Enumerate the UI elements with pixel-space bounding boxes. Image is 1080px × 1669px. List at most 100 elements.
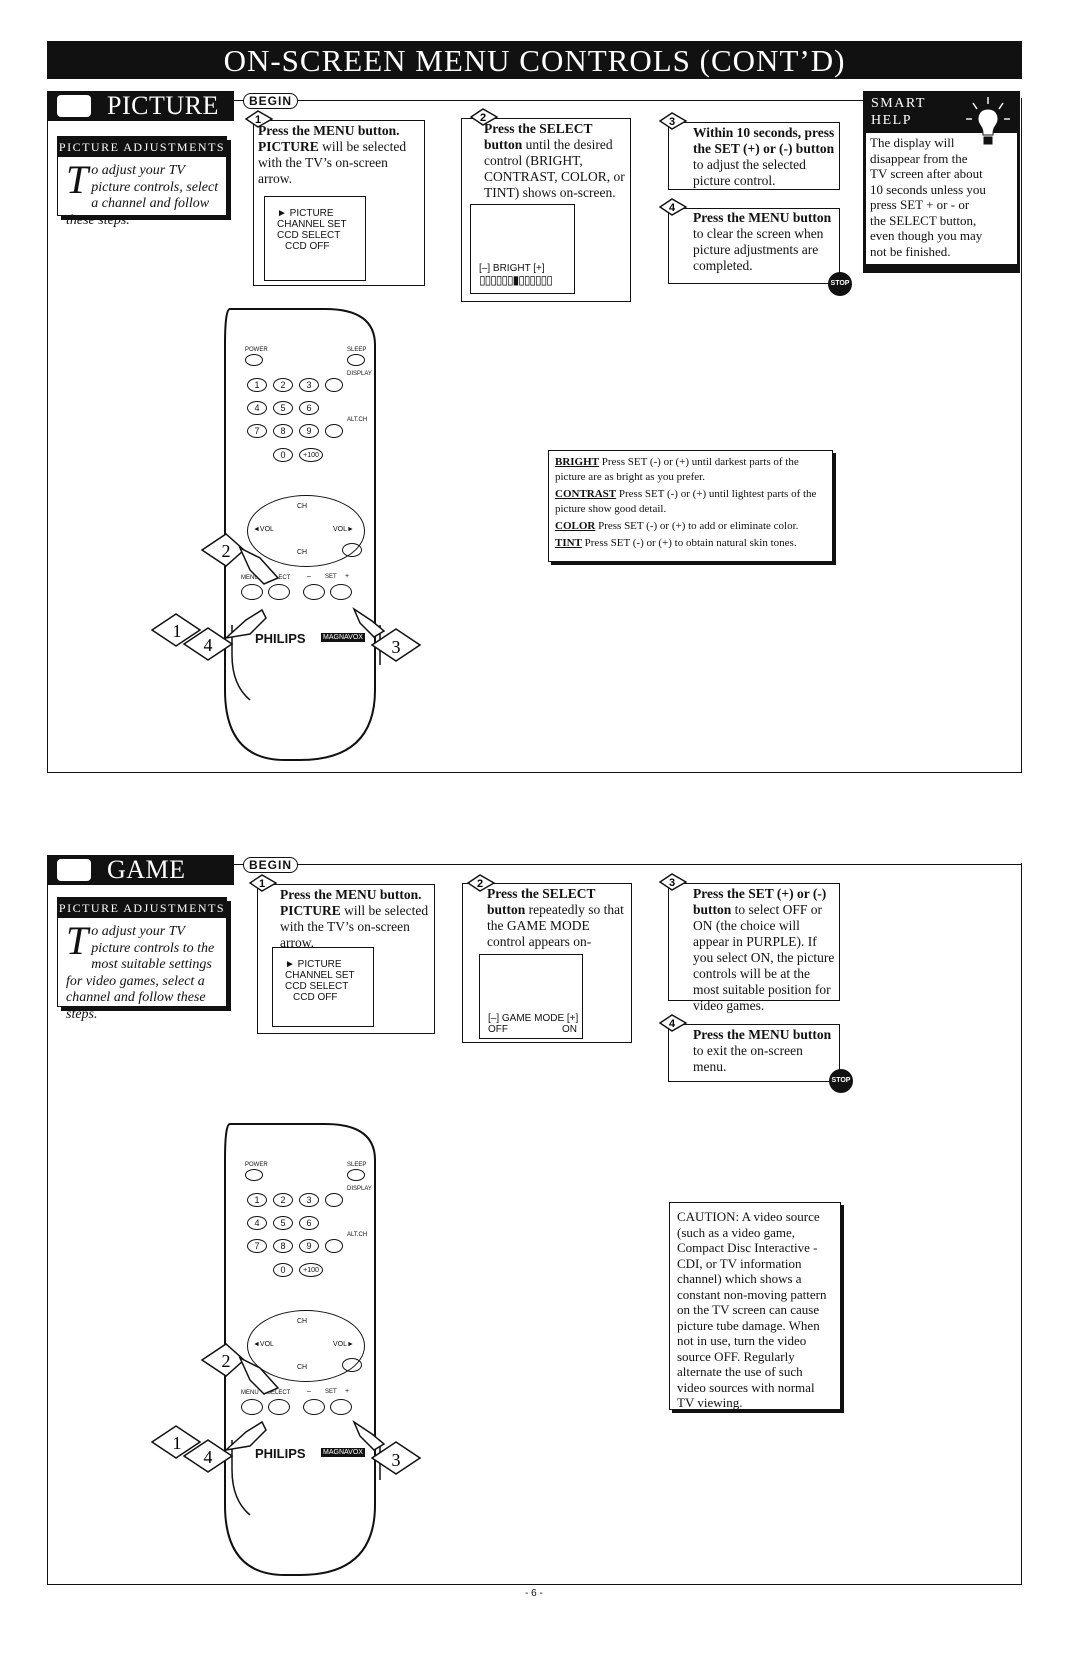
game-power-button[interactable] — [245, 1169, 263, 1181]
game-begin-badge: BEGIN — [243, 857, 299, 873]
game-step-3-badge: 3 — [658, 873, 688, 891]
set-plus-button[interactable] — [330, 584, 352, 600]
info-contrast: CONTRAST Press SET (-) or (+) until ligh… — [555, 488, 817, 515]
game-stop-icon: STOP — [829, 1069, 853, 1093]
info-color: COLOR Press SET (-) or (+) to add or eli… — [555, 520, 799, 532]
menu-button[interactable] — [241, 584, 263, 600]
svg-text:2: 2 — [222, 541, 231, 561]
vol-ch-pad[interactable] — [247, 495, 365, 567]
svg-text:4: 4 — [204, 1447, 213, 1467]
game-step2-screen: [–] GAME MODE [+] OFF ON — [479, 954, 583, 1039]
picture-step-3-badge: 3 — [658, 112, 688, 130]
digit-2-button[interactable]: 2 — [273, 378, 293, 392]
brand-logo: PHILIPS — [255, 631, 306, 646]
menu-label: MENU — [241, 575, 259, 581]
picture-top-rule — [234, 100, 866, 101]
game-step1-menu: ► PICTURE CHANNEL SET CCD SELECT CCD OFF — [285, 959, 355, 1003]
digit-7-button[interactable]: 7 — [247, 424, 267, 438]
game-digit-1-button[interactable]: 1 — [247, 1193, 267, 1207]
game-digit-4-button[interactable]: 4 — [247, 1216, 267, 1230]
game-digit-7-button[interactable]: 7 — [247, 1239, 267, 1253]
picture-adjustments-header: PICTURE ADJUSTMENTS — [58, 137, 226, 157]
smart-help-title: SMART HELP — [871, 96, 926, 128]
power-label: POWER — [245, 347, 268, 353]
svg-text:1: 1 — [173, 1433, 182, 1453]
game-remote: POWER SLEEP DISPLAY 1 2 3 4 5 6 ALT.CH 7… — [235, 1120, 385, 1540]
mute-button[interactable] — [342, 543, 362, 557]
game-digit-6-button[interactable]: 6 — [299, 1216, 319, 1230]
game-display-label: DISPLAY — [347, 1186, 372, 1192]
picture-callout-2: 2 — [200, 533, 280, 585]
game-select-button[interactable] — [268, 1399, 290, 1415]
game-digit-0-button[interactable]: 0 — [273, 1263, 293, 1277]
sleep-label: SLEEP — [347, 347, 367, 353]
picture-callout-3: 3 — [352, 606, 422, 662]
info-bright: BRIGHT Press SET (-) or (+) until darkes… — [555, 456, 799, 483]
digit-8-button[interactable]: 8 — [273, 424, 293, 438]
game-sleep-label: SLEEP — [347, 1162, 367, 1168]
game-altch-button[interactable] — [325, 1239, 343, 1253]
game-mode-on: ON — [562, 1024, 577, 1035]
svg-text:3: 3 — [669, 116, 675, 128]
game-set-plus-label: + — [345, 1388, 350, 1395]
game-step-4: Press the MENU button to exit the on-scr… — [668, 1024, 840, 1082]
digit-5-button[interactable]: 5 — [273, 401, 293, 415]
sleep-button[interactable] — [347, 354, 365, 366]
smart-help-box: SMART HELP The display will disappear fr… — [863, 91, 1020, 273]
game-set-label: SET — [325, 1389, 337, 1395]
ch-down-label[interactable]: CH — [297, 549, 308, 556]
altch-button[interactable] — [325, 424, 343, 438]
picture-step1-menu: ► PICTURE CHANNEL SET CCD SELECT CCD OFF — [277, 208, 347, 252]
select-button[interactable] — [268, 584, 290, 600]
vol-up-label[interactable]: VOL► — [333, 526, 354, 533]
picture-step-1-badge: 1 — [244, 110, 274, 128]
digit-3-button[interactable]: 3 — [299, 378, 319, 392]
picture-step-4: Press the MENU button to clear the scree… — [668, 208, 840, 284]
game-callout-3: 3 — [352, 1419, 422, 1475]
game-plus100-button[interactable]: +100 — [299, 1263, 323, 1277]
picture-step-1: Press the MENU button. PICTURE will be s… — [253, 120, 425, 286]
game-set-minus-button[interactable] — [303, 1399, 325, 1415]
game-vol-ch-pad[interactable] — [247, 1310, 365, 1382]
game-sleep-button[interactable] — [347, 1169, 365, 1181]
plus100-button[interactable]: +100 — [299, 448, 323, 462]
game-altch-label: ALT.CH — [347, 1232, 368, 1238]
game-vol-down-label[interactable]: ◄VOL — [253, 1341, 274, 1348]
picture-step1-screen: ► PICTURE CHANNEL SET CCD SELECT CCD OFF — [264, 196, 366, 281]
game-digit-5-button[interactable]: 5 — [273, 1216, 293, 1230]
page-title: ON-SCREEN MENU CONTROLS (CONT’D) — [47, 41, 1022, 79]
game-mode-label: [–] GAME MODE [+] — [488, 1013, 579, 1024]
picture-step-4-badge: 4 — [658, 198, 688, 216]
game-vol-up-label[interactable]: VOL► — [333, 1341, 354, 1348]
digit-9-button[interactable]: 9 — [299, 424, 319, 438]
game-digit-8-button[interactable]: 8 — [273, 1239, 293, 1253]
display-button[interactable] — [325, 378, 343, 392]
set-minus-button[interactable] — [303, 584, 325, 600]
power-button[interactable] — [245, 354, 263, 366]
game-ch-down-label[interactable]: CH — [297, 1364, 308, 1371]
vol-down-label[interactable]: ◄VOL — [253, 526, 274, 533]
svg-text:2: 2 — [222, 1351, 231, 1371]
picture-title: PICTURE — [107, 91, 219, 120]
game-digit-2-button[interactable]: 2 — [273, 1193, 293, 1207]
game-set-minus-label: – — [307, 1388, 311, 1395]
digit-6-button[interactable]: 6 — [299, 401, 319, 415]
game-digit-3-button[interactable]: 3 — [299, 1193, 319, 1207]
digit-1-button[interactable]: 1 — [247, 378, 267, 392]
ch-up-label[interactable]: CH — [297, 503, 308, 510]
svg-text:2: 2 — [477, 878, 483, 890]
game-section — [47, 863, 1022, 1585]
picture-step-2-badge: 2 — [469, 108, 499, 126]
digit-0-button[interactable]: 0 — [273, 448, 293, 462]
picture-section-icon — [57, 95, 91, 117]
svg-text:4: 4 — [669, 1018, 676, 1030]
digit-4-button[interactable]: 4 — [247, 401, 267, 415]
game-set-plus-button[interactable] — [330, 1399, 352, 1415]
game-ch-up-label[interactable]: CH — [297, 1318, 308, 1325]
game-digit-9-button[interactable]: 9 — [299, 1239, 319, 1253]
game-display-button[interactable] — [325, 1193, 343, 1207]
picture-callout-1-4: 1 4 — [150, 608, 267, 661]
game-menu-button[interactable] — [241, 1399, 263, 1415]
game-mute-button[interactable] — [342, 1358, 362, 1372]
